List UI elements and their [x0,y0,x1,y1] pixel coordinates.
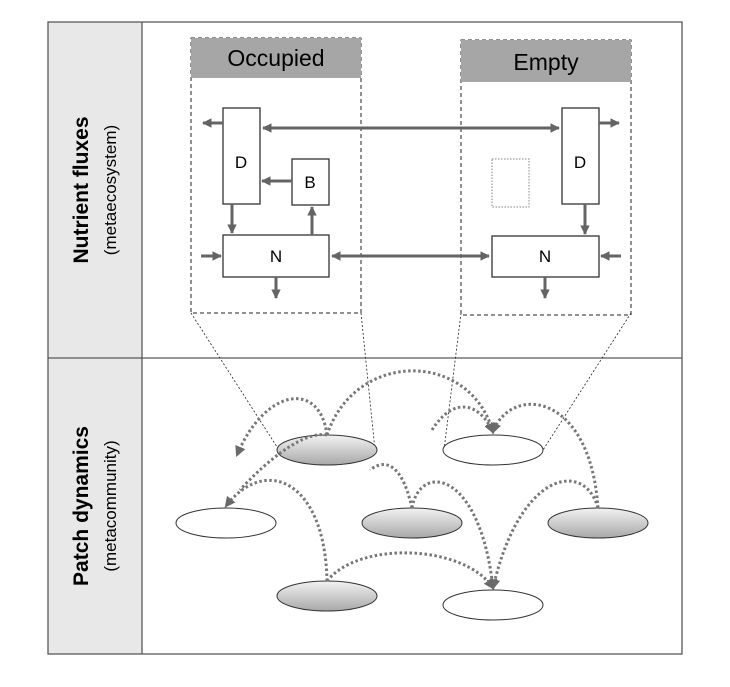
zoom-line-occupied-right [360,312,376,451]
patch-occupied [276,434,378,466]
occupied-detritus-box [222,107,261,205]
colonization-arc [410,480,498,591]
occupied-header [191,38,361,78]
left-sidebar-top [48,22,142,358]
patch-empty [442,434,544,466]
colonization-arc [430,405,495,434]
colonization-arc [369,463,414,509]
empty-flux-arrows [540,118,621,299]
colonization-arc [235,397,329,457]
outer-frame [47,21,683,655]
exchange-arrows [262,123,560,261]
patch-empty [175,507,277,539]
occupied-biomass-box [291,158,330,206]
empty-detritus-box [561,107,600,205]
row-subtitle-metaecosystem: (metaecosystem) [101,125,120,255]
colonization-arc [325,369,496,436]
occupied-flux-arrows [201,118,317,299]
patch-occupied [361,507,463,539]
colonization-arc [489,479,600,591]
colonization-arc [325,551,495,590]
occupied-biomass-label: B [304,173,315,192]
patch-network [175,434,649,621]
zoom-line-empty-right [542,312,632,451]
empty-nutrient-box [491,235,600,278]
row-title-patch-dynamics: Patch dynamics [70,426,93,586]
empty-label: Empty [513,49,579,75]
row-subtitle-metacommunity: (metacommunity) [101,440,120,571]
zoom-line-occupied-left [190,312,280,451]
colonization-arc [238,433,328,492]
empty-nutrient-label: N [539,247,551,266]
empty-biomass-placeholder [491,158,530,208]
row-title-nutrient-fluxes: Nutrient fluxes [70,116,93,263]
patch-occupied [547,507,649,539]
patch-empty [442,589,544,621]
colonization-arc [490,402,600,509]
left-sidebar-bottom [48,358,142,654]
occupied-nutrient-label: N [270,247,282,266]
empty-header [461,40,631,82]
occupied-label: Occupied [227,45,324,71]
patch-occupied [276,580,378,612]
occupied-detritus-label: D [235,153,247,172]
empty-detritus-label: D [574,153,586,172]
colonization-arcs [224,369,600,591]
colonization-arc [224,478,329,582]
occupied-nutrient-box [222,234,330,278]
